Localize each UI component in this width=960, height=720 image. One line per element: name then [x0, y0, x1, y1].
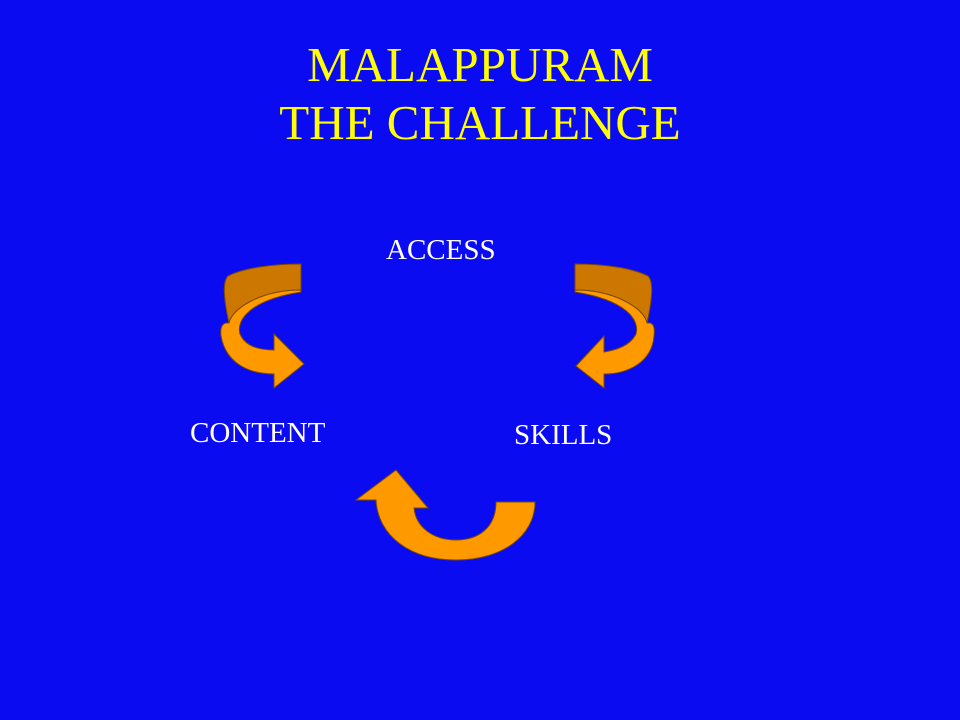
cycle-node-skills: SKILLS — [514, 419, 613, 451]
title-line-2: THE CHALLENGE — [279, 95, 681, 150]
title-line-1: MALAPPURAM — [307, 37, 653, 92]
slide-title: MALAPPURAM THE CHALLENGE — [0, 36, 960, 152]
cycle-node-content: CONTENT — [190, 417, 326, 449]
uturn-arrow-bottom-icon — [354, 469, 536, 561]
curved-arrow-left-icon — [220, 263, 305, 390]
cycle-node-access: ACCESS — [386, 234, 496, 266]
curved-arrow-right-icon — [574, 263, 655, 390]
